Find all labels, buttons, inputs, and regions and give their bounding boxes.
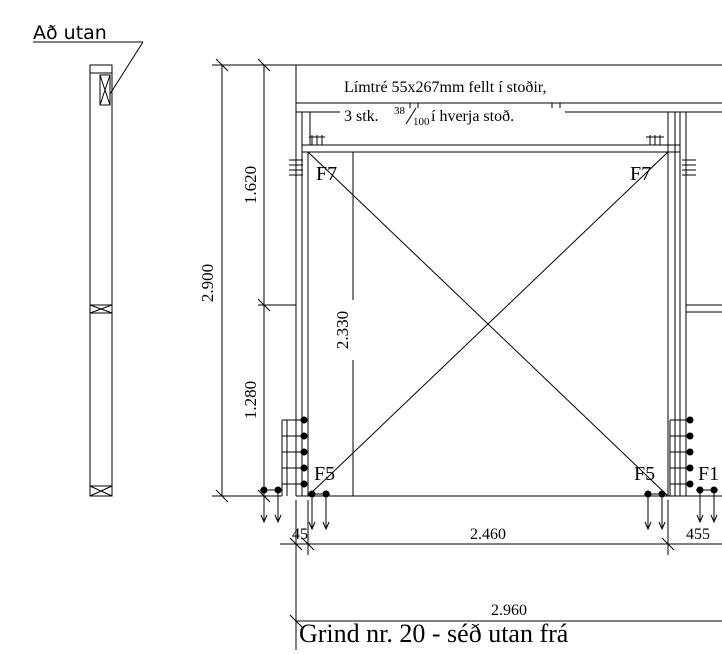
- connector-teeth-top-left: [289, 135, 325, 176]
- connector-label-top-right: F7: [630, 163, 651, 185]
- dim-lower-height: 1.280: [241, 381, 260, 419]
- note-line-1: Límtré 55x267mm fellt í stoðir,: [344, 79, 546, 96]
- bolts-left-outer: [260, 486, 282, 524]
- connector-label-bottom-right: F5: [634, 463, 655, 485]
- note-line-2-suffix: í hverja stoð.: [431, 108, 514, 125]
- dim-total-width: 2.960: [491, 602, 527, 619]
- note-fraction-slash: [405, 107, 417, 125]
- beam-note: Límtré 55x267mm fellt í stoðir, 3 stk. 3…: [344, 79, 546, 128]
- anchor-bottom-left: [281, 416, 308, 496]
- connector-label-right-edge: F1: [698, 463, 719, 485]
- dim-right-offset: 455: [686, 526, 710, 543]
- side-view-label: Að utan: [33, 22, 107, 44]
- horizontal-dimensions: 45 2.460 455 2.960: [280, 500, 722, 650]
- bolts-right-inner: [644, 490, 666, 531]
- anchor-bottom-right: [669, 416, 694, 496]
- dim-left-offset: 45: [292, 526, 308, 543]
- bolts-left-inner: [308, 490, 330, 531]
- bolts-right-outer: [696, 486, 718, 524]
- dim-upper-height: 1.620: [241, 166, 260, 204]
- connector-labels: F7 F7 F5 F5 F1: [314, 163, 719, 485]
- note-fraction-denominator: 100: [413, 116, 430, 128]
- dim-total-height: 2.900: [198, 264, 217, 302]
- diagonal-brace-2: [307, 151, 669, 497]
- dim-inner-width: 2.460: [470, 526, 506, 543]
- drawing-caption: Grind nr. 20 - séð utan frá: [299, 619, 569, 648]
- connector-label-top-left: F7: [316, 163, 337, 185]
- note-fraction-numerator: 38: [394, 105, 406, 117]
- side-view-post: [89, 64, 113, 497]
- connector-teeth-top-right: [646, 135, 696, 176]
- side-view-top-block: [99, 74, 111, 106]
- side-view: Að utan: [33, 22, 144, 497]
- note-line-2-prefix: 3 stk.: [344, 108, 379, 125]
- vertical-dimensions: 2.900 1.620 1.280 2.330: [198, 58, 354, 503]
- frame-front-view: [260, 64, 722, 531]
- side-view-leader: [109, 41, 144, 95]
- dim-inner-height: 2.330: [333, 311, 352, 349]
- connector-label-bottom-left: F5: [314, 463, 335, 485]
